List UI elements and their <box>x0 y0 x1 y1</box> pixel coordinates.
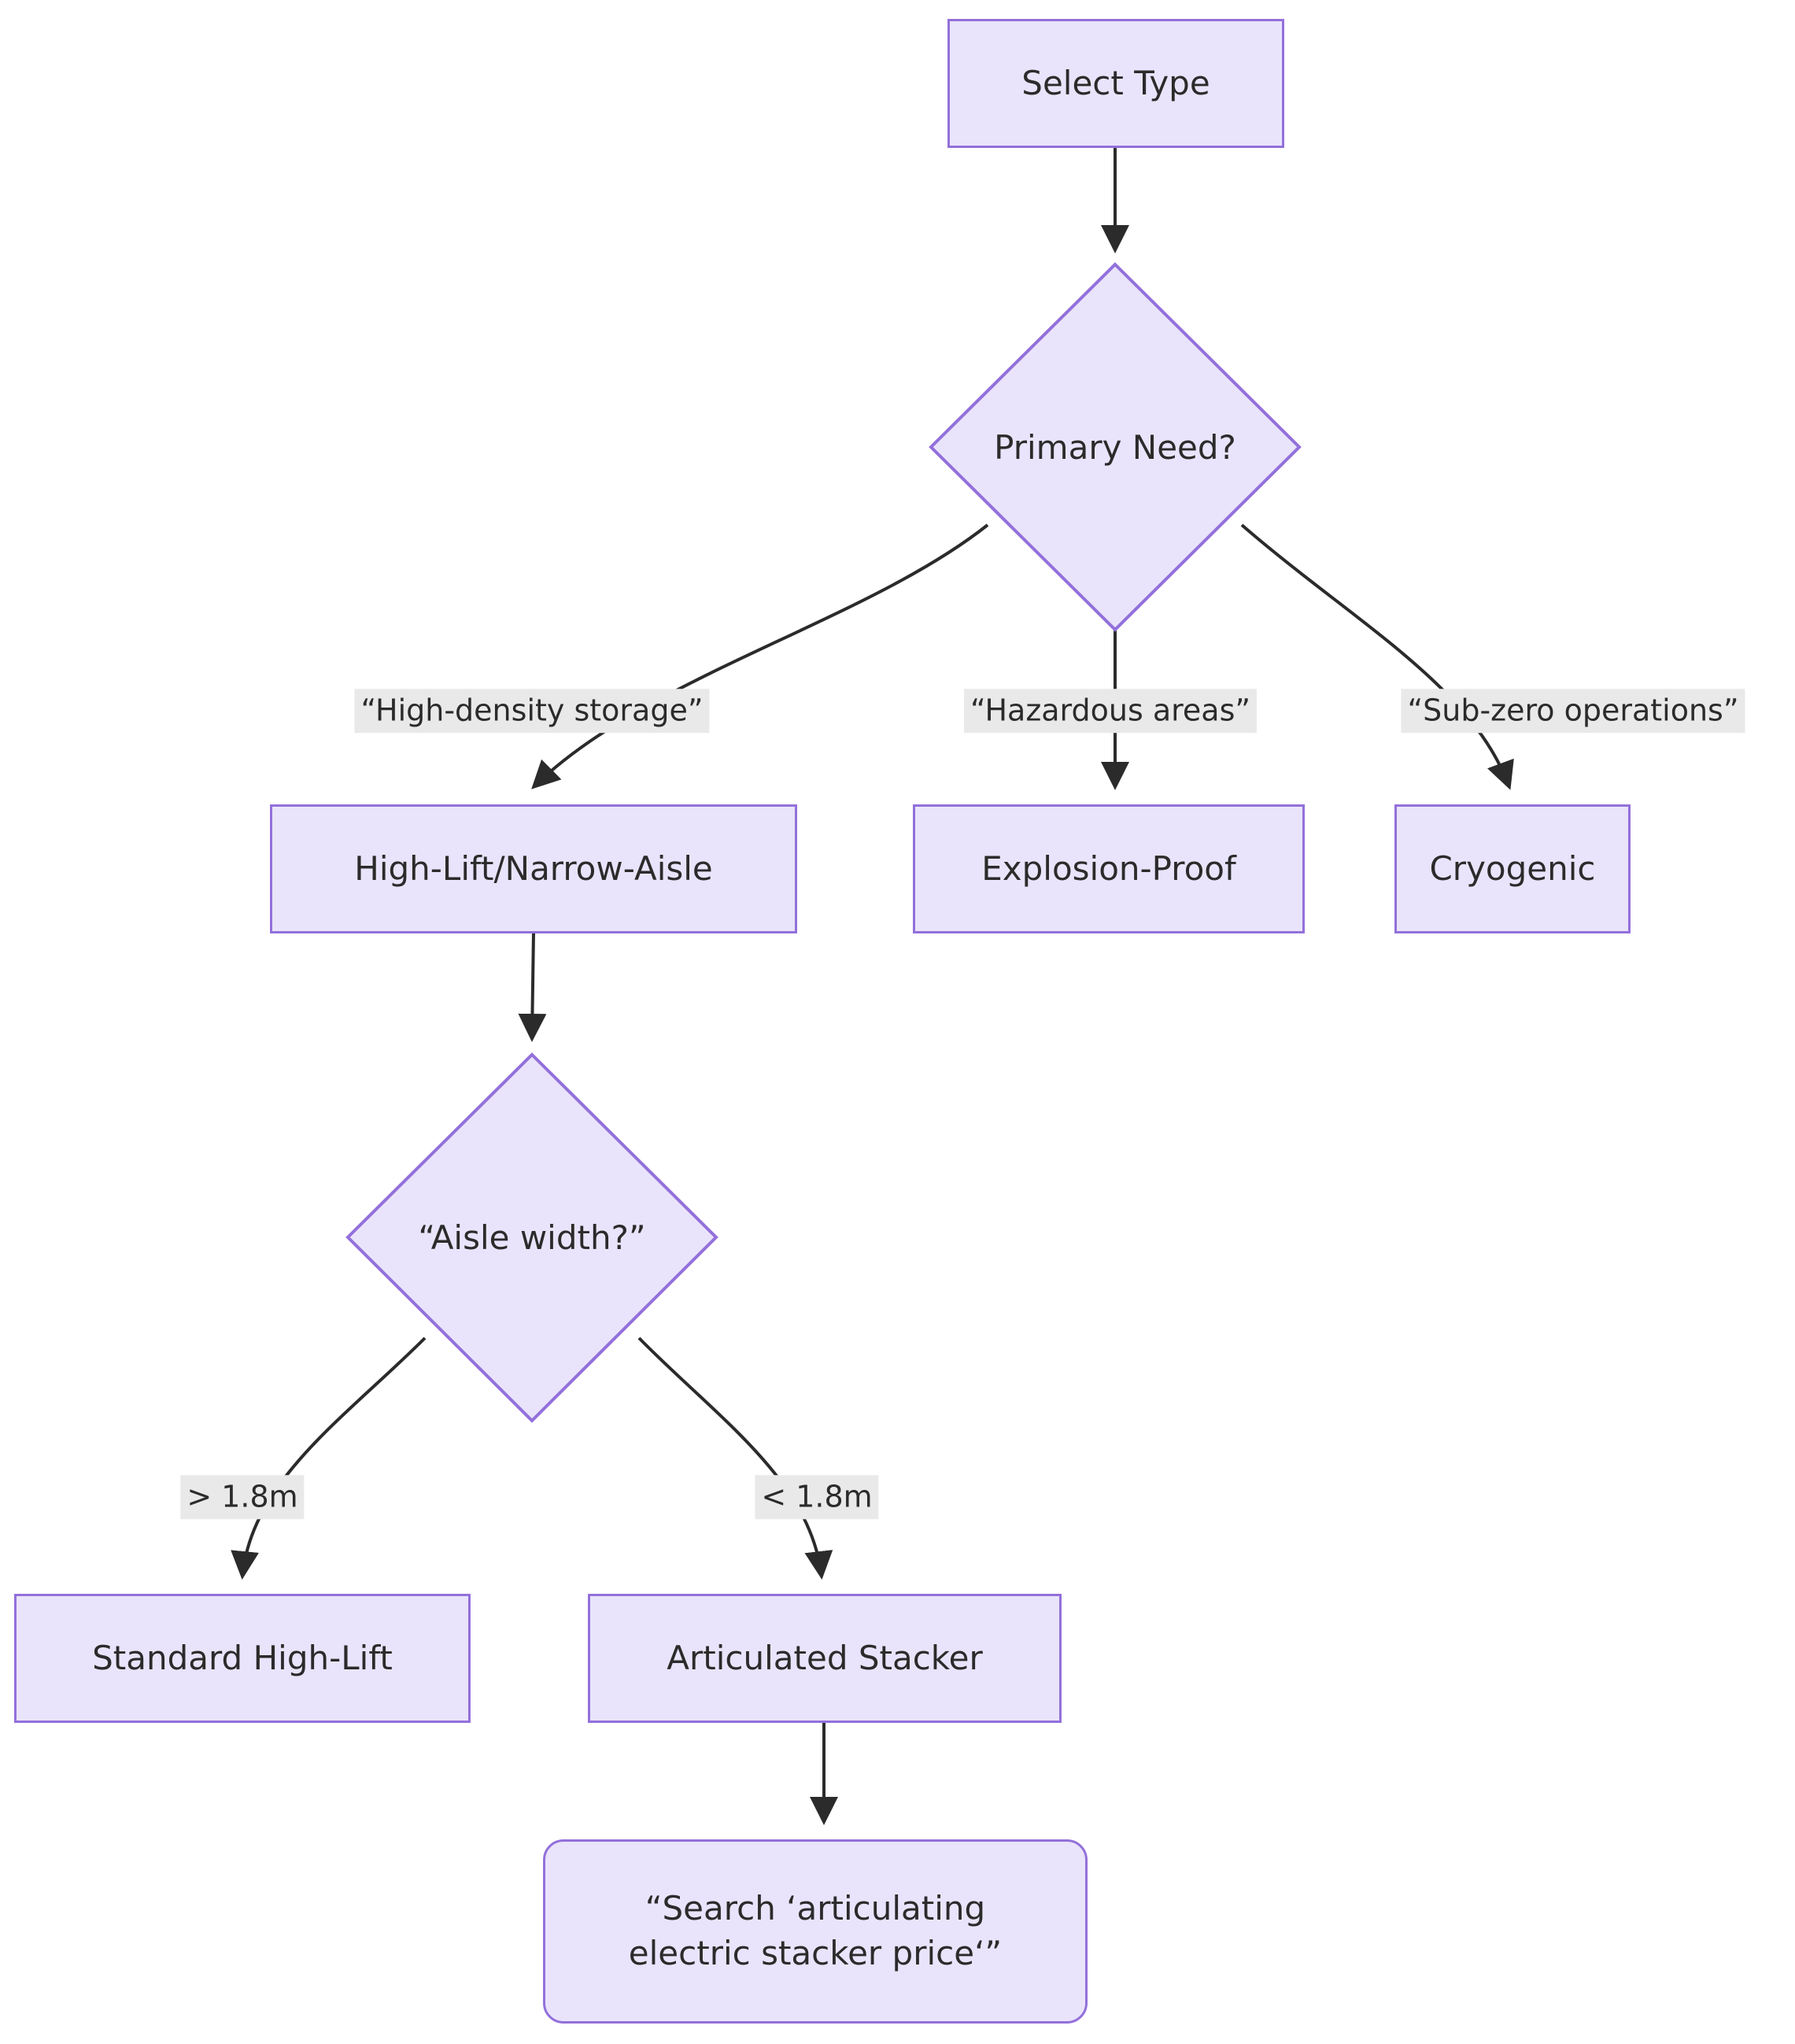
node-explosion-proof-label: Explosion-Proof <box>981 848 1236 888</box>
node-standard-high-lift[interactable]: Standard High-Lift <box>14 1594 471 1723</box>
node-search-label: “Search ‘articulating electric stacker p… <box>628 1889 1003 1972</box>
node-explosion-proof[interactable]: Explosion-Proof <box>913 804 1305 933</box>
node-standard-high-lift-label: Standard High-Lift <box>92 1638 393 1677</box>
edge-label-greater-than-1-8m: > 1.8m <box>180 1475 305 1519</box>
edge-label-hazardous-areas: “Hazardous areas” <box>963 689 1258 733</box>
node-cryogenic[interactable]: Cryogenic <box>1394 804 1631 933</box>
node-articulated-stacker[interactable]: Articulated Stacker <box>588 1594 1062 1723</box>
node-select-type-label: Select Type <box>1021 63 1210 102</box>
node-primary-need-label: Primary Need? <box>994 427 1236 467</box>
edge-label-sub-zero-operations: “Sub-zero operations” <box>1401 689 1745 733</box>
node-high-lift-narrow-aisle-label: High-Lift/Narrow-Aisle <box>354 848 713 888</box>
node-search-articulating-electric-stacker-price[interactable]: “Search ‘articulating electric stacker p… <box>543 1839 1088 2024</box>
edge-high-lift-to-aisle-width <box>518 932 547 1042</box>
node-aisle-width-label: “Aisle width?” <box>418 1218 646 1257</box>
edge-label-less-than-1-8m: < 1.8m <box>755 1475 879 1519</box>
node-articulated-stacker-label: Articulated Stacker <box>667 1638 983 1677</box>
edge-primary-need-to-high-lift <box>531 523 989 789</box>
node-high-lift-narrow-aisle[interactable]: High-Lift/Narrow-Aisle <box>270 804 797 933</box>
node-primary-need[interactable]: Primary Need? <box>931 264 1299 630</box>
edge-label-high-density-storage: “High-density storage” <box>354 689 710 733</box>
node-cryogenic-label: Cryogenic <box>1429 848 1596 888</box>
node-aisle-width[interactable]: “Aisle width?” <box>348 1055 716 1421</box>
node-select-type[interactable]: Select Type <box>947 19 1284 148</box>
